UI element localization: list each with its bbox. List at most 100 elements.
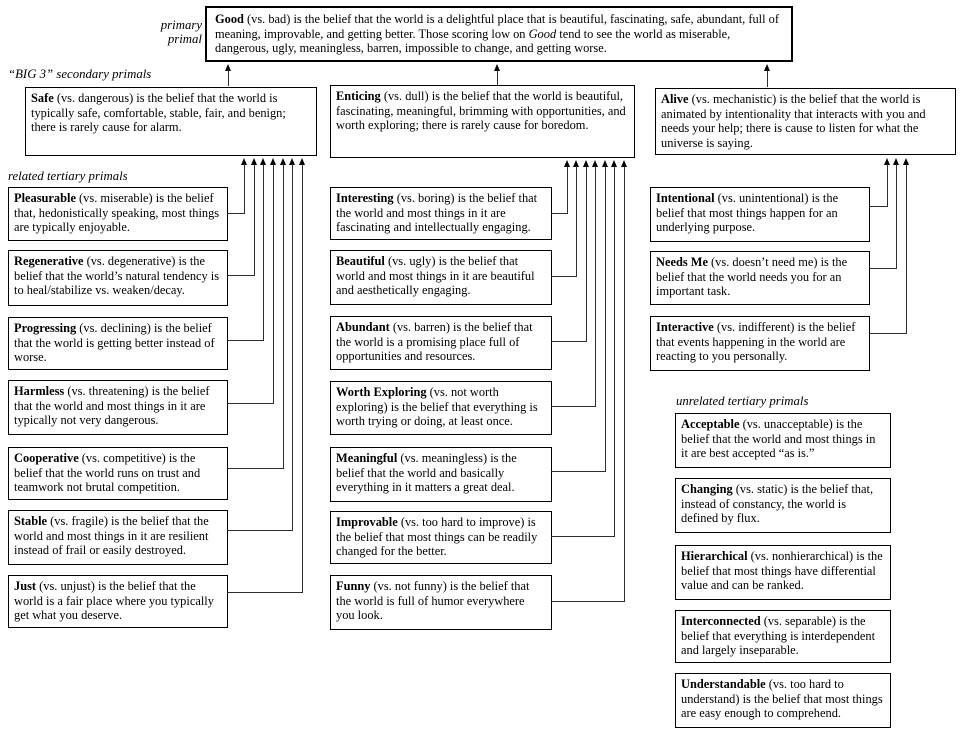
arrow-up-icon (298, 158, 305, 165)
primal-box-stable: Stable (vs. fragile) is the belief that … (8, 510, 228, 565)
primal-term: Harmless (14, 384, 65, 398)
primal-box-abundant: Abundant (vs. barren) is the belief that… (330, 316, 552, 370)
connector-line-horizontal (227, 340, 264, 341)
primal-box-changing: Changing (vs. static) is the belief that… (675, 478, 891, 533)
primal-box-progressing: Progressing (vs. declining) is the belie… (8, 317, 228, 370)
connector-line-vertical (586, 166, 587, 342)
primal-definition-text: (vs. unacceptable) is the belief that th… (681, 417, 876, 460)
primal-term: Pleasurable (14, 191, 76, 205)
primal-box-alive: Alive (vs. mechanistic) is the belief th… (655, 88, 956, 155)
connector-line-vertical (906, 164, 907, 334)
primal-definition-text: (vs. dull) is the belief that the world … (336, 89, 626, 132)
connector-line-vertical (576, 166, 577, 277)
connector-line-horizontal (869, 268, 897, 269)
primal-definition-text: (vs. threatening) is the belief that the… (14, 384, 210, 427)
connector-line-vertical (896, 164, 897, 269)
primal-term: Stable (14, 514, 48, 528)
primal-definition-text: (vs. fragile) is the belief that the wor… (14, 514, 209, 557)
connector-line-horizontal (869, 333, 907, 334)
primal-box-hierarchical: Hierarchical (vs. nonhierarchical) is th… (675, 545, 891, 600)
connector-line-vertical (273, 164, 274, 404)
arrow-up-icon (892, 158, 899, 165)
arrow-up-icon (279, 158, 286, 165)
primal-box-regenerative: Regenerative (vs. degenerative) is the b… (8, 250, 228, 306)
primal-box-cooperative: Cooperative (vs. competitive) is the bel… (8, 447, 228, 500)
primal-definition-text: (vs. ugly) is the belief that world and … (336, 254, 535, 297)
connector-line-vertical (567, 166, 568, 214)
arrow-up-icon (582, 160, 589, 167)
primal-definition-text: (vs. unjust) is the belief that the worl… (14, 579, 214, 622)
primal-definition-text: (vs. not funny) is the belief that the w… (336, 579, 530, 622)
primal-box-meaningful: Meaningful (vs. meaningless) is the beli… (330, 447, 552, 502)
primal-term: Needs Me (656, 255, 708, 269)
primal-definition-text: (vs. declining) is the belief that the w… (14, 321, 215, 364)
arrow-up-icon (591, 160, 598, 167)
connector-line-horizontal (551, 213, 568, 214)
primal-box-interactive: Interactive (vs. indifferent) is the bel… (650, 316, 870, 371)
primal-definition-text: (vs. boring) is the belief that the worl… (336, 191, 538, 234)
connector-line-vertical (302, 164, 303, 593)
primal-term: Worth Exploring (336, 385, 427, 399)
primal-definition-text: (vs. miserable) is the belief that, hedo… (14, 191, 220, 234)
primal-term: Alive (661, 92, 689, 106)
connector-line-vertical (244, 164, 245, 214)
connector-line-horizontal (869, 206, 888, 207)
connector-line-vertical (887, 164, 888, 207)
connector-line-horizontal (227, 275, 255, 276)
primal-definition-text: (vs. indifferent) is the belief that eve… (656, 320, 856, 363)
arrow-up-icon (563, 160, 570, 167)
primal-box-needs-me: Needs Me (vs. doesn’t need me) is the be… (650, 251, 870, 305)
connector-line-vertical (497, 70, 498, 85)
arrow-up-icon (620, 160, 627, 167)
primal-term: Hierarchical (681, 549, 748, 563)
primal-term: Understandable (681, 677, 766, 691)
primal-definition-text: (vs. too hard to understand) is the beli… (681, 677, 883, 720)
primal-term: Just (14, 579, 37, 593)
arrow-up-icon (763, 64, 770, 71)
connector-line-horizontal (227, 213, 245, 214)
connector-line-horizontal (551, 406, 596, 407)
primal-box-harmless: Harmless (vs. threatening) is the belief… (8, 380, 228, 435)
connector-line-vertical (614, 166, 615, 537)
primal-box-funny: Funny (vs. not funny) is the belief that… (330, 575, 552, 630)
connector-line-vertical (283, 164, 284, 469)
connector-line-vertical (228, 70, 229, 86)
primal-box-good: Good (vs. bad) is the belief that the wo… (205, 6, 793, 62)
primal-definition-text: Good (528, 26, 557, 41)
primal-box-interesting: Interesting (vs. boring) is the belief t… (330, 187, 552, 240)
primal-definition-text: (vs. degenerative) is the belief that th… (14, 254, 220, 297)
primal-term: Beautiful (336, 254, 385, 268)
primal-term: Abundant (336, 320, 390, 334)
primal-term: Good (215, 12, 244, 26)
primal-definition-text: (vs. separable) is the belief that every… (681, 614, 876, 657)
primal-box-improvable: Improvable (vs. too hard to improve) is … (330, 511, 552, 564)
arrow-up-icon (572, 160, 579, 167)
primal-definition-text: (vs. doesn’t need me) is the belief that… (656, 255, 848, 298)
connector-line-horizontal (551, 471, 606, 472)
secondary-primals-label: “BIG 3” secondary primals (8, 67, 152, 81)
primal-box-safe: Safe (vs. dangerous) is the belief that … (25, 87, 317, 156)
arrow-up-icon (224, 64, 231, 71)
primal-term: Acceptable (681, 417, 740, 431)
primal-definition-text: (vs. dangerous) is the belief that the w… (31, 91, 286, 134)
primal-definition-text: (vs. competitive) is the belief that the… (14, 451, 201, 494)
arrow-up-icon (240, 158, 247, 165)
related-tertiary-primals-label: related tertiary primals (8, 169, 128, 183)
primal-term: Intentional (656, 191, 715, 205)
arrow-up-icon (493, 64, 500, 71)
primal-definition-text: (vs. nonhierarchical) is the belief that… (681, 549, 883, 592)
primal-term: Improvable (336, 515, 398, 529)
primal-box-acceptable: Acceptable (vs. unacceptable) is the bel… (675, 413, 891, 468)
connector-line-vertical (767, 70, 768, 87)
primal-box-understandable: Understandable (vs. too hard to understa… (675, 673, 891, 728)
primal-term: Cooperative (14, 451, 79, 465)
primal-box-interconnected: Interconnected (vs. separable) is the be… (675, 610, 891, 663)
primal-term: Changing (681, 482, 733, 496)
connector-line-horizontal (551, 601, 625, 602)
primary-primal-label: primary primal (160, 18, 202, 47)
arrow-up-icon (288, 158, 295, 165)
primal-box-enticing: Enticing (vs. dull) is the belief that t… (330, 85, 635, 158)
primal-definition-text: (vs. not worth exploring) is the belief … (336, 385, 538, 428)
connector-line-horizontal (227, 468, 284, 469)
